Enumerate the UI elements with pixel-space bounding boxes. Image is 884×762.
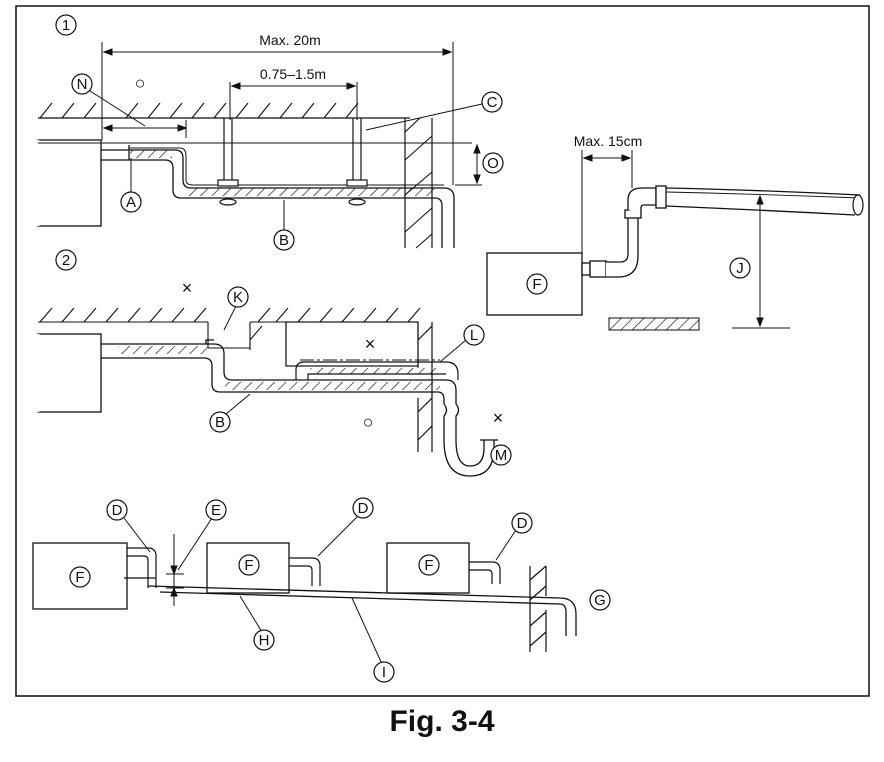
drain-pipe-1	[101, 145, 455, 248]
indoor-unit-1	[37, 139, 102, 227]
callout-d-2	[352, 497, 374, 519]
svg-text:F: F	[532, 276, 541, 293]
callout-b-2	[209, 411, 231, 433]
section-2: 2 ×	[36, 249, 512, 477]
wall-3	[529, 565, 547, 652]
drain-pipe-2	[101, 339, 498, 477]
dimension-e	[166, 517, 213, 606]
callout-i	[373, 661, 395, 683]
callout-j	[729, 257, 751, 279]
dimension-n	[89, 90, 188, 138]
callout-o	[482, 152, 504, 174]
ceiling-1	[38, 102, 410, 119]
svg-text:D: D	[112, 502, 123, 519]
callout-d-3	[511, 512, 533, 534]
incorrect-mark-3: ×	[493, 408, 504, 428]
wall-1	[404, 117, 433, 249]
dimension-support-spacing	[229, 82, 358, 120]
ceiling-obstruction	[285, 321, 419, 367]
incorrect-mark-1: ×	[182, 278, 193, 298]
section-1: 1	[36, 14, 504, 251]
callout-f-detail	[526, 273, 548, 295]
svg-text:N: N	[77, 76, 88, 93]
floor-slab	[608, 317, 700, 331]
callout-d-1	[106, 499, 128, 521]
svg-text:H: H	[259, 632, 270, 649]
callout-m	[490, 444, 512, 466]
indoor-unit-2	[37, 333, 102, 413]
collective-drain-piping: F F F	[32, 497, 611, 683]
upper-pipe-2	[295, 361, 459, 380]
callout-e	[205, 499, 227, 521]
dimension-max-20m	[101, 42, 454, 185]
correct-mark-2: ○	[363, 412, 374, 432]
svg-text:L: L	[470, 327, 478, 344]
svg-text:M: M	[495, 447, 508, 464]
svg-text:G: G	[594, 592, 606, 609]
callout-l	[463, 324, 485, 346]
section-2-badge	[55, 249, 77, 271]
dimension-j	[732, 194, 790, 329]
svg-text:A: A	[126, 194, 136, 211]
section-2-number: 2	[62, 252, 70, 269]
section-1-badge	[55, 14, 77, 36]
pipe-supports-1	[217, 118, 368, 206]
correct-mark-1: ○	[135, 73, 146, 93]
svg-text:D: D	[358, 500, 369, 517]
callout-f-2: F	[244, 557, 253, 574]
callout-a	[120, 191, 142, 213]
max-length-label: Max. 20m	[259, 32, 320, 48]
support-spacing-label: 0.75–1.5m	[260, 66, 326, 82]
incorrect-mark-2: ×	[365, 334, 376, 354]
svg-text:O: O	[487, 155, 499, 172]
figure-caption: Fig. 3-4	[389, 705, 495, 738]
rise-detail: F Max. 15cm J	[486, 133, 864, 331]
collecting-pipe	[124, 577, 577, 636]
callout-f-3: F	[424, 557, 433, 574]
figure-frame	[15, 5, 870, 697]
svg-text:K: K	[233, 289, 243, 306]
svg-text:J: J	[736, 260, 744, 277]
dimension-max-15cm	[581, 150, 633, 255]
svg-text:E: E	[211, 502, 221, 519]
callout-h	[253, 629, 275, 651]
callout-c	[481, 91, 503, 113]
callout-b-1	[273, 229, 295, 251]
svg-text:B: B	[215, 414, 225, 431]
dimension-o	[455, 143, 482, 186]
svg-text:I: I	[382, 664, 386, 681]
svg-text:C: C	[487, 94, 498, 111]
callout-k	[227, 286, 249, 308]
max-rise-label: Max. 15cm	[574, 133, 642, 149]
callout-n	[71, 73, 93, 95]
callout-f-1: F	[75, 569, 84, 586]
svg-text:B: B	[279, 232, 289, 249]
svg-text:D: D	[517, 515, 528, 532]
section-1-number: 1	[62, 17, 70, 34]
callout-g	[589, 589, 611, 611]
